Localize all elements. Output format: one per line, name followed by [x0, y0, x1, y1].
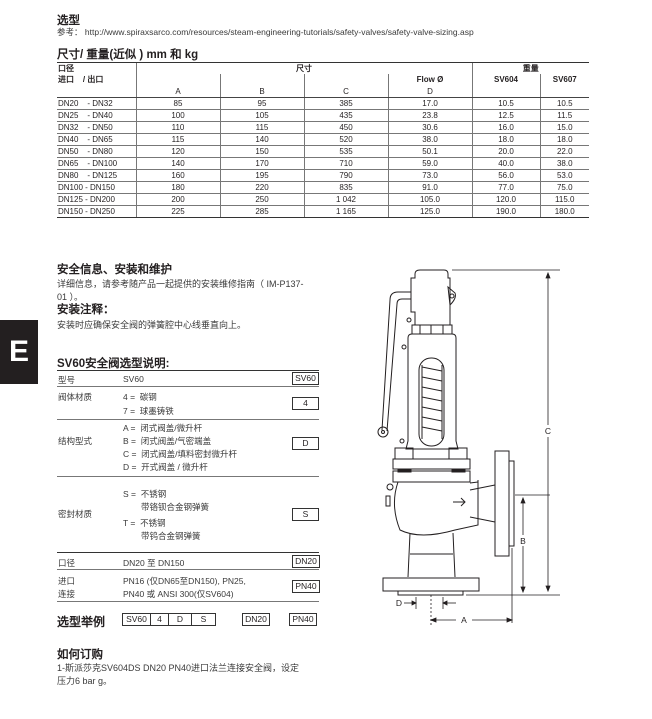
header-weight-group: 重量: [471, 62, 589, 75]
table-row: DN20 - DN32 85 95 385 17.0 10.5 10.5: [57, 97, 589, 110]
type-label: 结构型式: [58, 436, 93, 446]
safety-text-line2: 01 ）。: [57, 292, 84, 302]
seal-option-s-detail: 带铬钡合金钢弹簧: [141, 502, 210, 512]
divider: [57, 370, 319, 371]
table-row: DN25 - DN40 100 105 435 23.8 12.5 11.5: [57, 109, 589, 122]
example-code-connection: PN40: [289, 613, 317, 626]
reference-url[interactable]: http://www.spiraxsarco.com/resources/ste…: [84, 27, 474, 37]
order-text-line2: 压力6 bar g。: [57, 676, 113, 686]
install-title: 安装注释：: [57, 304, 115, 316]
table-row: DN65 - DN100 140 170 710 59.0 40.0 38.0: [57, 157, 589, 170]
example-code-group: SV60 4 D S: [122, 613, 216, 626]
header-col-c: C: [303, 85, 388, 98]
body-option-7: 7 = 球墨铸铁: [123, 406, 174, 416]
selection-title: 选型: [57, 15, 80, 27]
header-inlet-outlet: 进口 / 出口: [58, 75, 104, 85]
model-value: SV60: [123, 374, 144, 384]
connection-value-1: PN16 (仅DN65至DN150), PN25,: [123, 576, 246, 586]
body-code-box: 4: [292, 397, 319, 410]
size-label: 口径: [58, 558, 76, 568]
example-code-seal: S: [200, 614, 207, 624]
example-code-body: 4: [151, 614, 169, 625]
header-dimensions-group: 尺寸: [135, 62, 472, 75]
header-col-d: D: [387, 85, 472, 98]
dimension-label-d: D: [396, 598, 402, 608]
divider: [57, 601, 319, 602]
divider: [57, 569, 319, 570]
safety-valve-drawing: C B A D: [377, 269, 560, 625]
table-row: DN100 - DN150 180 220 835 91.0 77.0 75.0: [57, 181, 589, 194]
order-title: 如何订购: [57, 649, 103, 661]
table-row: DN150 - DN250 225 285 1 165 125.0 190.0 …: [57, 205, 589, 218]
header-col-b: B: [219, 85, 304, 98]
section-tab-e: E: [0, 320, 38, 384]
model-code-box: SV60: [292, 372, 319, 385]
table-row: DN125 - DN200 200 250 1 042 105.0 120.0 …: [57, 193, 589, 206]
table-row: DN50 - DN80 120 150 535 50.1 20.0 22.0: [57, 145, 589, 158]
type-option-d: D = 开式阀盖 / 微升杆: [123, 462, 208, 472]
type-option-a: A = 闭式阀盖/微升杆: [123, 423, 203, 433]
table-row: DN80 - DN125 160 195 790 73.0 56.0 53.0: [57, 169, 589, 182]
table-row: DN32 - DN50 110 115 450 30.6 16.0 15.0: [57, 121, 589, 134]
reference-line: 参考： http://www.spiraxsarco.com/resources…: [57, 26, 474, 38]
safety-title: 安全信息、安装和维护: [57, 264, 172, 276]
header-port-size: 口径: [57, 62, 136, 75]
dimension-label-c: C: [545, 426, 551, 436]
order-text-line1: 1-斯派莎克SV604DS DN20 PN40进口法兰连接安全阀，设定: [57, 663, 300, 673]
body-material-label: 阀体材质: [58, 392, 93, 402]
install-text: 安装时应确保安全阀的弹簧腔中心线垂直向上。: [57, 320, 247, 330]
dimension-label-a: A: [461, 615, 467, 625]
type-code-box: D: [292, 437, 319, 450]
header-sv607: SV607: [539, 74, 589, 86]
example-code-type: D: [169, 614, 192, 625]
dimensions-table: 口径 尺寸 重量 进口 / 出口 Flow Ø SV604 SV607 A B …: [57, 62, 589, 218]
seal-label: 密封材质: [58, 509, 93, 519]
size-code-box: DN20: [292, 555, 320, 568]
header-sv604: SV604: [471, 74, 540, 86]
divider: [57, 552, 319, 553]
connection-code-box: PN40: [292, 580, 320, 593]
seal-option-t-detail: 带钨合金钢弹簧: [141, 531, 201, 541]
header-col-a: A: [135, 85, 220, 98]
example-code-size: DN20: [242, 613, 270, 626]
header-flow: Flow Ø: [387, 74, 472, 86]
guide-title: SV60安全阀选型说明:: [57, 358, 170, 370]
divider: [57, 419, 319, 420]
example-code-model: SV60: [123, 614, 151, 625]
body-option-4: 4 = 碳钢: [123, 392, 157, 402]
divider: [57, 476, 319, 477]
model-label: 型号: [58, 375, 76, 385]
dimensions-title: 尺寸/ 重量(近似 ) mm 和 kg: [57, 49, 199, 61]
divider: [57, 386, 319, 387]
connection-label-1: 进口: [58, 576, 76, 586]
reference-label: 参考：: [57, 27, 83, 37]
size-value: DN20 至 DN150: [123, 558, 185, 568]
seal-option-t: T = 不锈钢: [123, 518, 166, 528]
safety-text-line1: 详细信息，请参考随产品一起提供的安装维修指南（ IM-P137-: [57, 279, 304, 289]
seal-option-s: S = 不锈钢: [123, 489, 167, 499]
example-label: 选型举例: [57, 615, 106, 629]
table-row: DN40 - DN65 115 140 520 38.0 18.0 18.0: [57, 133, 589, 146]
type-option-b: B = 闭式阀盖/气密端盖: [123, 436, 212, 446]
seal-code-box: S: [292, 508, 319, 521]
connection-value-2: PN40 或 ANSI 300(仅SV604): [123, 589, 234, 599]
type-option-c: C = 闭式阀盖/填料密封微升杆: [123, 449, 238, 459]
connection-label-2: 连接: [58, 589, 76, 599]
dimension-label-b: B: [520, 536, 526, 546]
